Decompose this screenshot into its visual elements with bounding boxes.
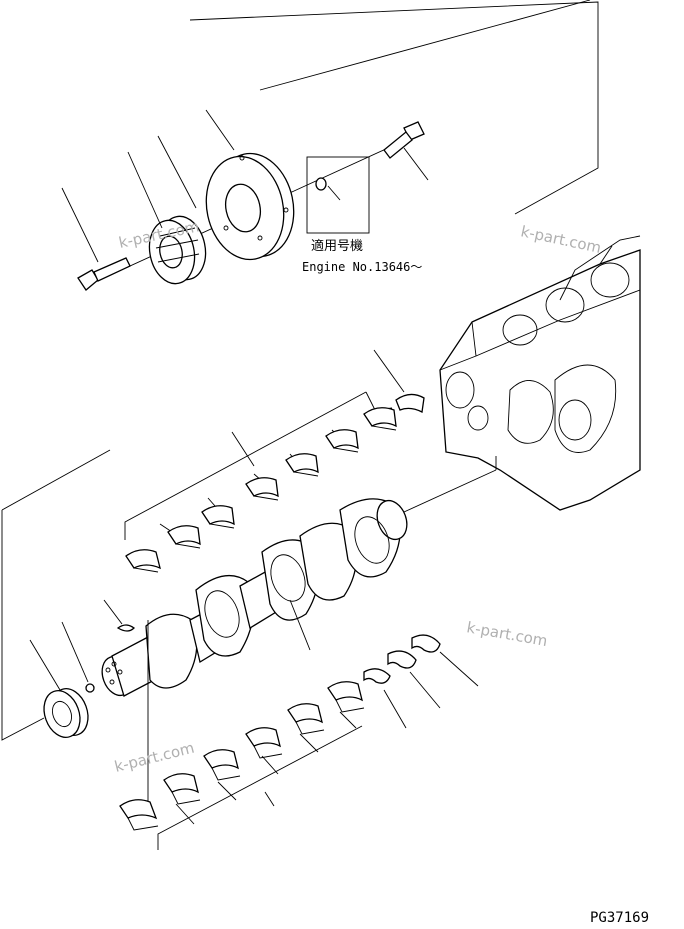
leader-line — [403, 147, 429, 181]
main-bearing-shell — [285, 453, 319, 477]
main-bearing-shell — [325, 429, 359, 453]
leader-line — [61, 621, 89, 683]
leader-line — [61, 187, 99, 263]
leader-line — [157, 135, 197, 209]
lower-bearing-bracket — [157, 725, 363, 850]
crankshaft-bracket — [1, 510, 45, 741]
main-bearing-shell — [287, 703, 325, 735]
washer — [315, 177, 327, 191]
group-bracket-top — [259, 0, 591, 91]
applicability-label: 適用号機 — [311, 238, 363, 254]
main-bearing-shell — [167, 525, 201, 549]
thrust-washer — [411, 634, 441, 653]
main-bearing-shell — [119, 799, 159, 831]
leader-line — [127, 151, 163, 229]
main-bearing-shell — [203, 749, 241, 781]
leader-line — [383, 689, 407, 729]
main-bearing-shell — [327, 681, 365, 713]
leader-line — [409, 671, 441, 709]
cylinder-block — [439, 235, 641, 511]
main-bearing-shell — [125, 549, 161, 573]
crank-web — [145, 613, 198, 689]
thrust-washer — [363, 668, 391, 684]
watermark: k-part.com — [113, 739, 197, 776]
thrust-washers — [363, 634, 479, 729]
leader-line — [29, 639, 61, 691]
main-bearing-shell — [201, 505, 235, 529]
main-bearing-shell — [363, 407, 397, 431]
main-bearing-shell — [245, 477, 279, 501]
leader-line — [205, 109, 235, 151]
lower-main-bearings — [119, 620, 365, 850]
pulley-bolt-left — [77, 257, 131, 291]
watermark: k-part.com — [465, 618, 549, 650]
leader-line — [327, 185, 341, 201]
leader-line — [289, 599, 311, 651]
crank-pulley-group: 適用号機 Engine No.13646～ — [61, 0, 599, 291]
crankshaft-key — [103, 599, 135, 632]
upper-main-bearings — [125, 393, 425, 573]
crankshaft-gear — [29, 639, 89, 738]
main-bearing-shell — [395, 393, 425, 413]
applicability-box — [306, 156, 370, 234]
main-bearing-shell — [245, 727, 283, 759]
crankshaft-axis — [403, 469, 497, 513]
pulley-spacer — [148, 215, 207, 285]
thrust-washer — [387, 650, 417, 669]
leader-line — [439, 651, 479, 687]
crankshaft-bracket — [1, 449, 111, 511]
group-bracket-line — [189, 1, 599, 215]
watermark: k-part.com — [519, 222, 603, 257]
main-bearing-shell — [163, 773, 201, 805]
leader-line — [103, 599, 123, 625]
drawing-number: PG37169 — [590, 910, 649, 926]
crankshaft — [1, 449, 497, 741]
crank-pulley — [205, 152, 295, 261]
engine-number-label: Engine No.13646～ — [302, 260, 422, 274]
pulley-bolt-right — [383, 121, 425, 159]
crankshaft-pin — [61, 621, 95, 693]
